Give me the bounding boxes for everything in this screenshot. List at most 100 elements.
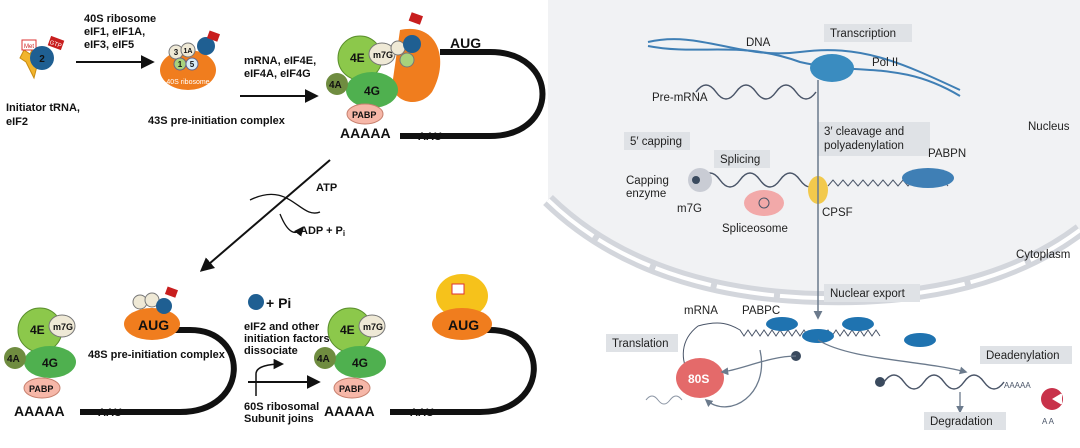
nucleus-region (548, 0, 1080, 299)
m7g-top: m7G (373, 50, 393, 60)
pre-mrna-strand (695, 84, 817, 100)
eif2-number: 2 (39, 54, 45, 65)
splicing-box: Splicing (714, 150, 770, 168)
svg-text:Transcription: Transcription (830, 28, 896, 40)
dna-label: DNA (746, 37, 771, 49)
pabpn-icon (902, 168, 954, 188)
svg-text:Degradation: Degradation (930, 416, 993, 428)
processing-mrna (699, 172, 821, 188)
svg-text:Nuclear export: Nuclear export (830, 288, 906, 300)
spliceosome-label: Spliceosome (722, 223, 788, 235)
nuclear-export-box: Nuclear export (824, 284, 920, 302)
released-a: A A (1042, 417, 1055, 426)
mrna-lifecycle-panel: DNA Pol II Pre-mRNA Transcription Nucleu… (543, 0, 1080, 430)
aug-top: AUG (450, 35, 481, 51)
dna-strand (647, 38, 961, 91)
m7g-48s: m7G (53, 322, 73, 332)
pabp-top: PABP (352, 110, 376, 120)
capping-box: 5′ capping (624, 132, 690, 150)
m7g-label: m7G (677, 203, 702, 215)
aug-80s: AUG (448, 317, 479, 333)
transcription-box: Transcription (824, 24, 912, 42)
nucleus-label: Nucleus (1028, 121, 1070, 133)
pabpc-icon-3 (842, 317, 874, 331)
ribosome-80s-icon (676, 358, 724, 398)
eif4e-top: 4E (350, 51, 365, 65)
svg-text:Splicing: Splicing (720, 154, 760, 166)
svg-text:Translation: Translation (612, 338, 668, 350)
pabpc-icon-2 (802, 329, 834, 343)
closed-loop-complex: AUG AAU 4E m7G 4G 4A PABP AAAAA (326, 12, 546, 143)
m7g-80s: m7G (363, 322, 383, 332)
pabpc-icon-1 (766, 317, 798, 331)
recycling-arrow (704, 349, 763, 408)
factor-3: 3 (174, 48, 179, 57)
aug-48s: AUG (138, 317, 169, 333)
deadenylation-box: Deadenylation (980, 346, 1072, 364)
complex-43s: 40S ribosome 3 1A 1 5 (160, 30, 221, 90)
atp-curve (249, 193, 321, 214)
eif4a-80s: 4A (317, 354, 330, 365)
adp-curve (279, 213, 304, 237)
complex-48s: AUG 4E m7G 4G 4A PABP AAAAA AAU (4, 286, 237, 419)
initiator-label: Initiator tRNA,eIF2 (6, 102, 80, 128)
pol2-complex (810, 54, 854, 82)
spliceosome-icon (744, 190, 784, 216)
eif4g-80s: 4G (352, 356, 368, 370)
svg-text:Deadenylation: Deadenylation (986, 350, 1060, 362)
eif4g-top: 4G (364, 84, 380, 98)
polya-short: AAAAA (1004, 381, 1031, 390)
pabp-80s: PABP (339, 384, 363, 394)
initiation-panel: Met 2 GTP Initiator tRNA,eIF2 40S riboso… (4, 12, 546, 425)
join-arrow (255, 358, 285, 396)
pol2-label: Pol II (872, 57, 898, 69)
eif4e-80s: 4E (340, 323, 355, 337)
pi-label: + Pi (266, 295, 291, 311)
eif4e-48s: 4E (30, 323, 45, 337)
polya-top: AAAAA (340, 125, 391, 141)
mrna-label: mRNA (684, 305, 718, 317)
polya-48s: AAAAA (14, 403, 65, 419)
polya-tail-cyto (697, 322, 881, 337)
complex-43s-label: 43S pre-initiation complex (148, 115, 286, 127)
cytoplasm-label: Cytoplasm (1016, 249, 1070, 261)
complex-48s-label: 48S pre-initiation complex (88, 349, 226, 361)
eif4a-top: 4A (329, 80, 342, 91)
step2-factors: mRNA, eIF4E,eIF4A, eIF4G (244, 55, 316, 80)
aau-top: AAU (418, 131, 442, 143)
aau-80s: AAU (410, 407, 434, 419)
ribosome-40s-label: 40S ribosome (166, 79, 209, 86)
eif4g-48s: 4G (42, 356, 58, 370)
factor-1: 1 (178, 60, 183, 69)
met-tag: Met (24, 44, 34, 50)
factor-1a: 1A (184, 48, 193, 55)
adp-label: ADP + Pi (300, 225, 345, 238)
pabp-48s: PABP (29, 384, 53, 394)
eif2-released-icon (248, 294, 264, 310)
aau-48s: AAU (98, 407, 122, 419)
degradation-box: Degradation (924, 412, 1006, 430)
translation-box: Translation (606, 334, 678, 352)
scanning-arrow (199, 159, 331, 272)
decay-arrow (817, 339, 968, 375)
deadenylase-icon (1041, 388, 1063, 410)
pabpc-icon-4 (904, 333, 936, 347)
pabpc-label: PABPC (742, 305, 780, 317)
complex-80s: AUG 4E m7G 4G 4A PABP AAAAA AAU (314, 274, 537, 419)
initiator-trna-eif2-icon: Met 2 GTP (19, 35, 65, 80)
polya-80s: AAAAA (324, 403, 375, 419)
eif4a-48s: 4A (7, 354, 20, 365)
atp-label: ATP (316, 182, 337, 194)
gtp-tag: GTP (48, 40, 62, 50)
pabpn-label: PABPN (928, 148, 966, 160)
cpsf-label: CPSF (822, 207, 853, 219)
decaying-mrna (883, 374, 1005, 390)
pre-mrna-label: Pre-mRNA (652, 92, 708, 104)
nascent-peptide (645, 395, 683, 405)
